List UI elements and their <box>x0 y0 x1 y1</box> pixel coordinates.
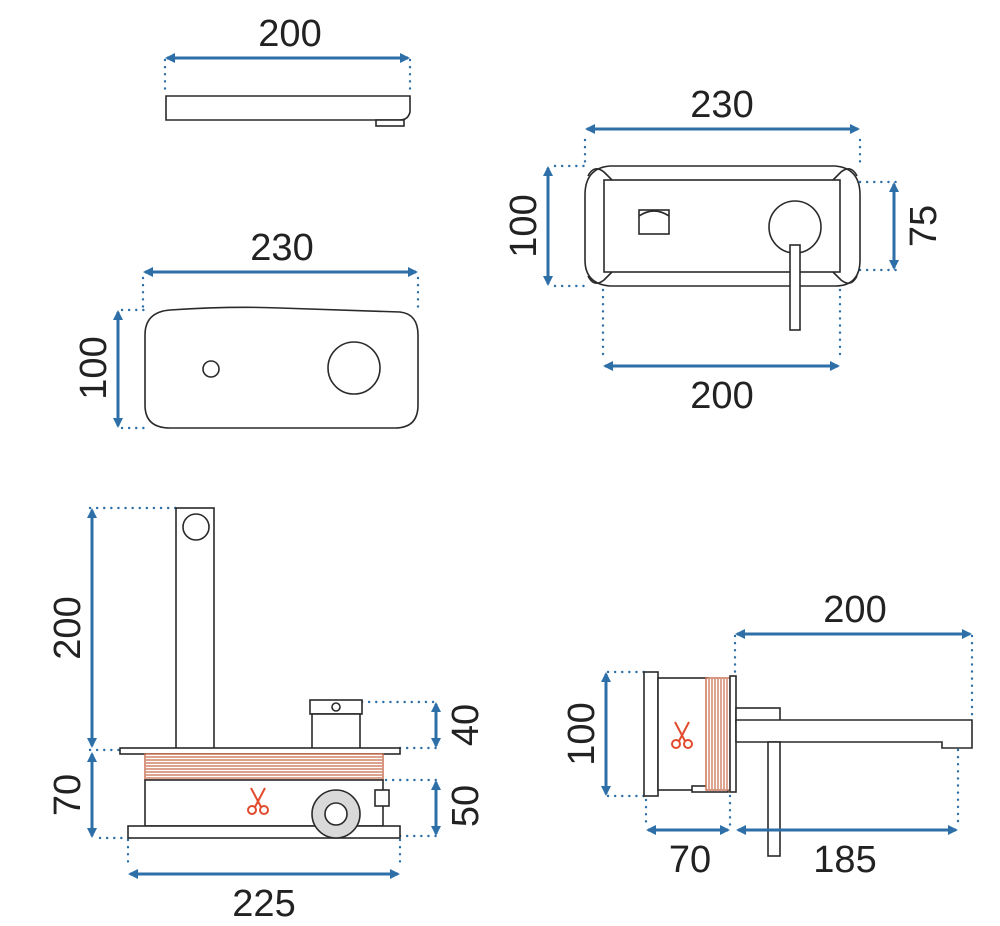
rear-view: 230 100 75 200 <box>503 84 945 417</box>
plan-view: 230 100 <box>73 227 420 430</box>
dim-front-box-height: 70 <box>47 774 89 816</box>
cartridge-hole <box>324 802 348 826</box>
box-back-plate <box>643 671 659 797</box>
cover-plate <box>729 675 737 793</box>
spout-outlet <box>182 513 210 541</box>
plate-outline <box>165 95 411 121</box>
dim-top-width: 200 <box>258 13 321 55</box>
dim-side-height: 100 <box>561 702 603 765</box>
dim-side-spout-length: 200 <box>823 589 886 631</box>
thread-lines <box>708 679 728 789</box>
handle-knob <box>327 341 381 395</box>
dim-rear-inner-height: 75 <box>903 205 945 247</box>
handle-lever <box>767 741 781 857</box>
dim-plan-width: 230 <box>250 227 313 269</box>
scissors-icon <box>247 787 269 815</box>
spout-stem <box>789 244 801 331</box>
dim-front-box-width: 225 <box>232 883 295 925</box>
dim-front-spout-height: 200 <box>47 596 89 659</box>
dim-side-box-depth: 70 <box>669 839 711 881</box>
top-view: 200 <box>163 13 412 127</box>
plate-outline <box>144 306 419 429</box>
spout-arm <box>735 719 973 749</box>
dim-rear-inner-width: 200 <box>690 375 753 417</box>
inlet-arc <box>638 210 670 217</box>
dim-plan-depth: 100 <box>73 336 115 399</box>
mounting-lugs <box>587 168 858 284</box>
plate-tab <box>375 119 405 127</box>
cover-plate <box>119 747 401 755</box>
scissors-icon <box>671 721 693 749</box>
thread-section <box>144 753 384 781</box>
thread-lines <box>146 756 382 779</box>
dim-front-handle-height: 40 <box>445 704 487 746</box>
dim-rear-width: 230 <box>690 84 753 126</box>
dim-side-wall-to-spout: 185 <box>813 839 876 881</box>
dim-front-box-inner-height: 50 <box>445 785 487 827</box>
hole-small <box>202 360 220 378</box>
dim-rear-height: 100 <box>503 194 545 257</box>
handle-body <box>311 713 361 751</box>
box-base <box>127 825 401 839</box>
front-view: 200 70 40 50 <box>47 506 487 925</box>
spout-body <box>175 507 215 751</box>
side-view: 200 100 70 185 <box>561 589 974 881</box>
handle-screw <box>331 702 341 712</box>
box-side-tab <box>374 789 390 807</box>
